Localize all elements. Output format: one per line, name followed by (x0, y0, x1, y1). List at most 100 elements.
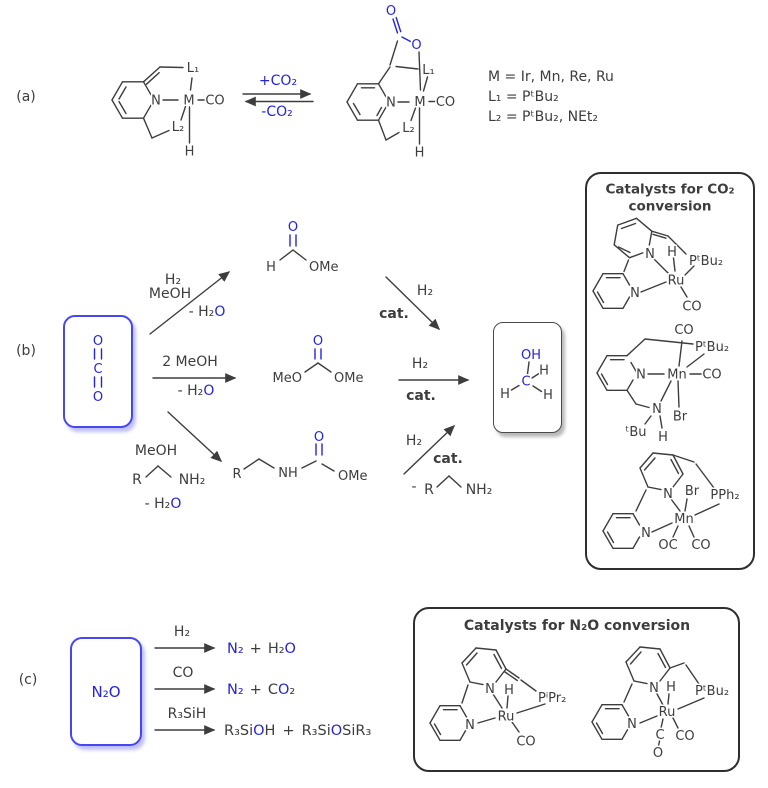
n2o-ru1-n1: N (485, 682, 495, 697)
ru1-h: H (667, 245, 677, 260)
path1-water-loss: - H₂O (188, 304, 226, 320)
mn1-metal: Mn (667, 368, 686, 383)
c-row2-reagent: CO (172, 665, 194, 681)
pincer-complex-left-structure: L₁ N M CO L₂ H (111, 60, 226, 161)
ring-nitrogen-label: N (386, 96, 396, 111)
carbamate-oxygen: O (314, 430, 324, 445)
conv3-amine-nh2: NH₂ (465, 482, 493, 498)
mn2-oc: OC (658, 538, 677, 553)
methanol-h3: H (543, 388, 553, 403)
n2o-ru1-n2: N (465, 718, 475, 733)
n2o-ru2-n2: N (627, 717, 637, 732)
ru1-n1: N (645, 247, 655, 262)
ru1-n2: N (630, 286, 640, 301)
n2o-ru2-metal: Ru (659, 705, 676, 720)
carbamate-r: R (232, 467, 241, 482)
minus-co2-label: -CO₂ (261, 104, 293, 120)
dimethyl-carbonate-structure: O MeO OMe (271, 333, 365, 388)
ligand-l2-label: L₂ (402, 121, 414, 136)
panel-c-label: (c) (18, 672, 38, 688)
carbamate-structure: R NH O OMe (231, 429, 369, 486)
conv2-cat: cat. (406, 388, 436, 404)
mn2-co: CO (691, 538, 710, 553)
mn1-amine-n: N (652, 402, 662, 417)
co2-catalysts-title-line1: Catalysts for CO₂ (605, 181, 735, 198)
c-row1-reagent: H₂ (173, 624, 191, 640)
c-row3-reagent: R₃SiH (167, 706, 207, 722)
path1-h2: H₂ (164, 272, 182, 288)
carbonyl-label: CO (205, 94, 224, 109)
ru1-metal: Ru (668, 274, 685, 289)
methanol-structure: OH C H H H (499, 347, 555, 405)
n2o-catalysts-title: Catalysts for N₂O conversion (463, 618, 691, 634)
formate-h: H (266, 260, 276, 275)
path3-amine-r: R (132, 472, 142, 488)
methanol-c: C (521, 375, 530, 390)
scheme-c-arrows (154, 643, 216, 735)
scheme-b-arrows (145, 271, 470, 488)
ligand-l1-label: L₁ (422, 63, 434, 78)
conv3-cat: cat. (433, 451, 463, 467)
path3-amine-nh2: NH₂ (178, 472, 206, 488)
co2-catalysts-title-line2: conversion (628, 198, 712, 215)
path1-meoh: MeOH (148, 286, 192, 302)
formate-oxygen: O (288, 220, 298, 235)
methanol-h2: H (500, 387, 510, 402)
metal-label: M (414, 95, 425, 110)
carbamate-nh: NH (278, 466, 298, 481)
n2o-ru1-h: H (504, 683, 514, 698)
conv2-h2: H₂ (411, 356, 429, 372)
path2-meoh: 2 MeOH (162, 354, 218, 370)
mn1-phosphine: PᵗBu₂ (695, 340, 729, 355)
carbonyl-label: CO (436, 95, 455, 110)
n2o-ru1-co: CO (516, 735, 535, 750)
n2o-catalyst-structures: N H PⁱPr₂ Ru N CO N H PᵗBu₂ R (429, 646, 731, 763)
ligand-l2-label: L₂ (172, 120, 184, 135)
n2o-ru2-c: C (655, 728, 664, 743)
mn2-metal: Mn (674, 512, 693, 527)
legend-l2: L₂ = PᵗBu₂, NEt₂ (488, 109, 599, 125)
co2-oxygen-top: O (93, 334, 103, 349)
n2o-ru2-h: H (666, 680, 676, 695)
dmc-meo: MeO (273, 371, 302, 386)
co2-carbon: C (93, 362, 102, 377)
ligand-l1-label: L₁ (187, 61, 199, 76)
mn2-phosphine: PPh₂ (710, 488, 739, 503)
co2-molecule-structure: O C O (91, 333, 104, 407)
mn1-tbu: ᵗBu (626, 425, 647, 440)
equilibrium-arrows (242, 89, 314, 107)
n2o-ru2-n1: N (649, 681, 659, 696)
co2-oxygen-bottom: O (93, 390, 103, 405)
formate-ome: OMe (309, 260, 338, 275)
n2o-catalysts-box (413, 607, 740, 772)
carboxylate-oxygen-label: O (411, 38, 421, 53)
carboxylate-oxygen-top-label: O (386, 4, 396, 19)
dmc-oxygen: O (313, 334, 323, 349)
methanol-h1: H (539, 364, 549, 379)
ru1-phosphine: PᵗBu₂ (689, 254, 723, 269)
ring-nitrogen-label: N (151, 94, 161, 109)
conv3-amine-r: R (424, 482, 434, 498)
n2o-ru2-phosphine: PᵗBu₂ (695, 684, 729, 699)
legend-metals: M = Ir, Mn, Re, Ru (488, 69, 614, 85)
path2-water-loss: - H₂O (177, 383, 215, 399)
hydride-label: H (185, 145, 195, 160)
n2o-ru1-phosphine: PⁱPr₂ (538, 691, 566, 706)
legend-l1: L₁ = PᵗBu₂ (488, 89, 559, 105)
co2-catalyst-structures: N H PᵗBu₂ Ru N CO CO PᵗBu₂ N Mn CO N Br … (592, 217, 741, 555)
conv3-h2: H₂ (405, 433, 423, 449)
conv1-h2: H₂ (416, 283, 434, 299)
mn1-co-top: CO (674, 323, 693, 338)
mn1-nh: H (658, 430, 668, 445)
conv3-minus: - (411, 479, 417, 495)
path3-meoh: MeOH (134, 443, 178, 459)
panel-b-label: (b) (16, 343, 36, 359)
plus-co2-label: +CO₂ (258, 73, 298, 89)
hydride-label: H (415, 146, 425, 161)
path3-water-loss: - H₂O (144, 496, 182, 512)
n2o-ru2-o: O (653, 746, 663, 761)
n2o-ru1-metal: Ru (498, 710, 515, 725)
co2-substrate-box (63, 315, 133, 428)
mn1-n1: N (636, 368, 646, 383)
